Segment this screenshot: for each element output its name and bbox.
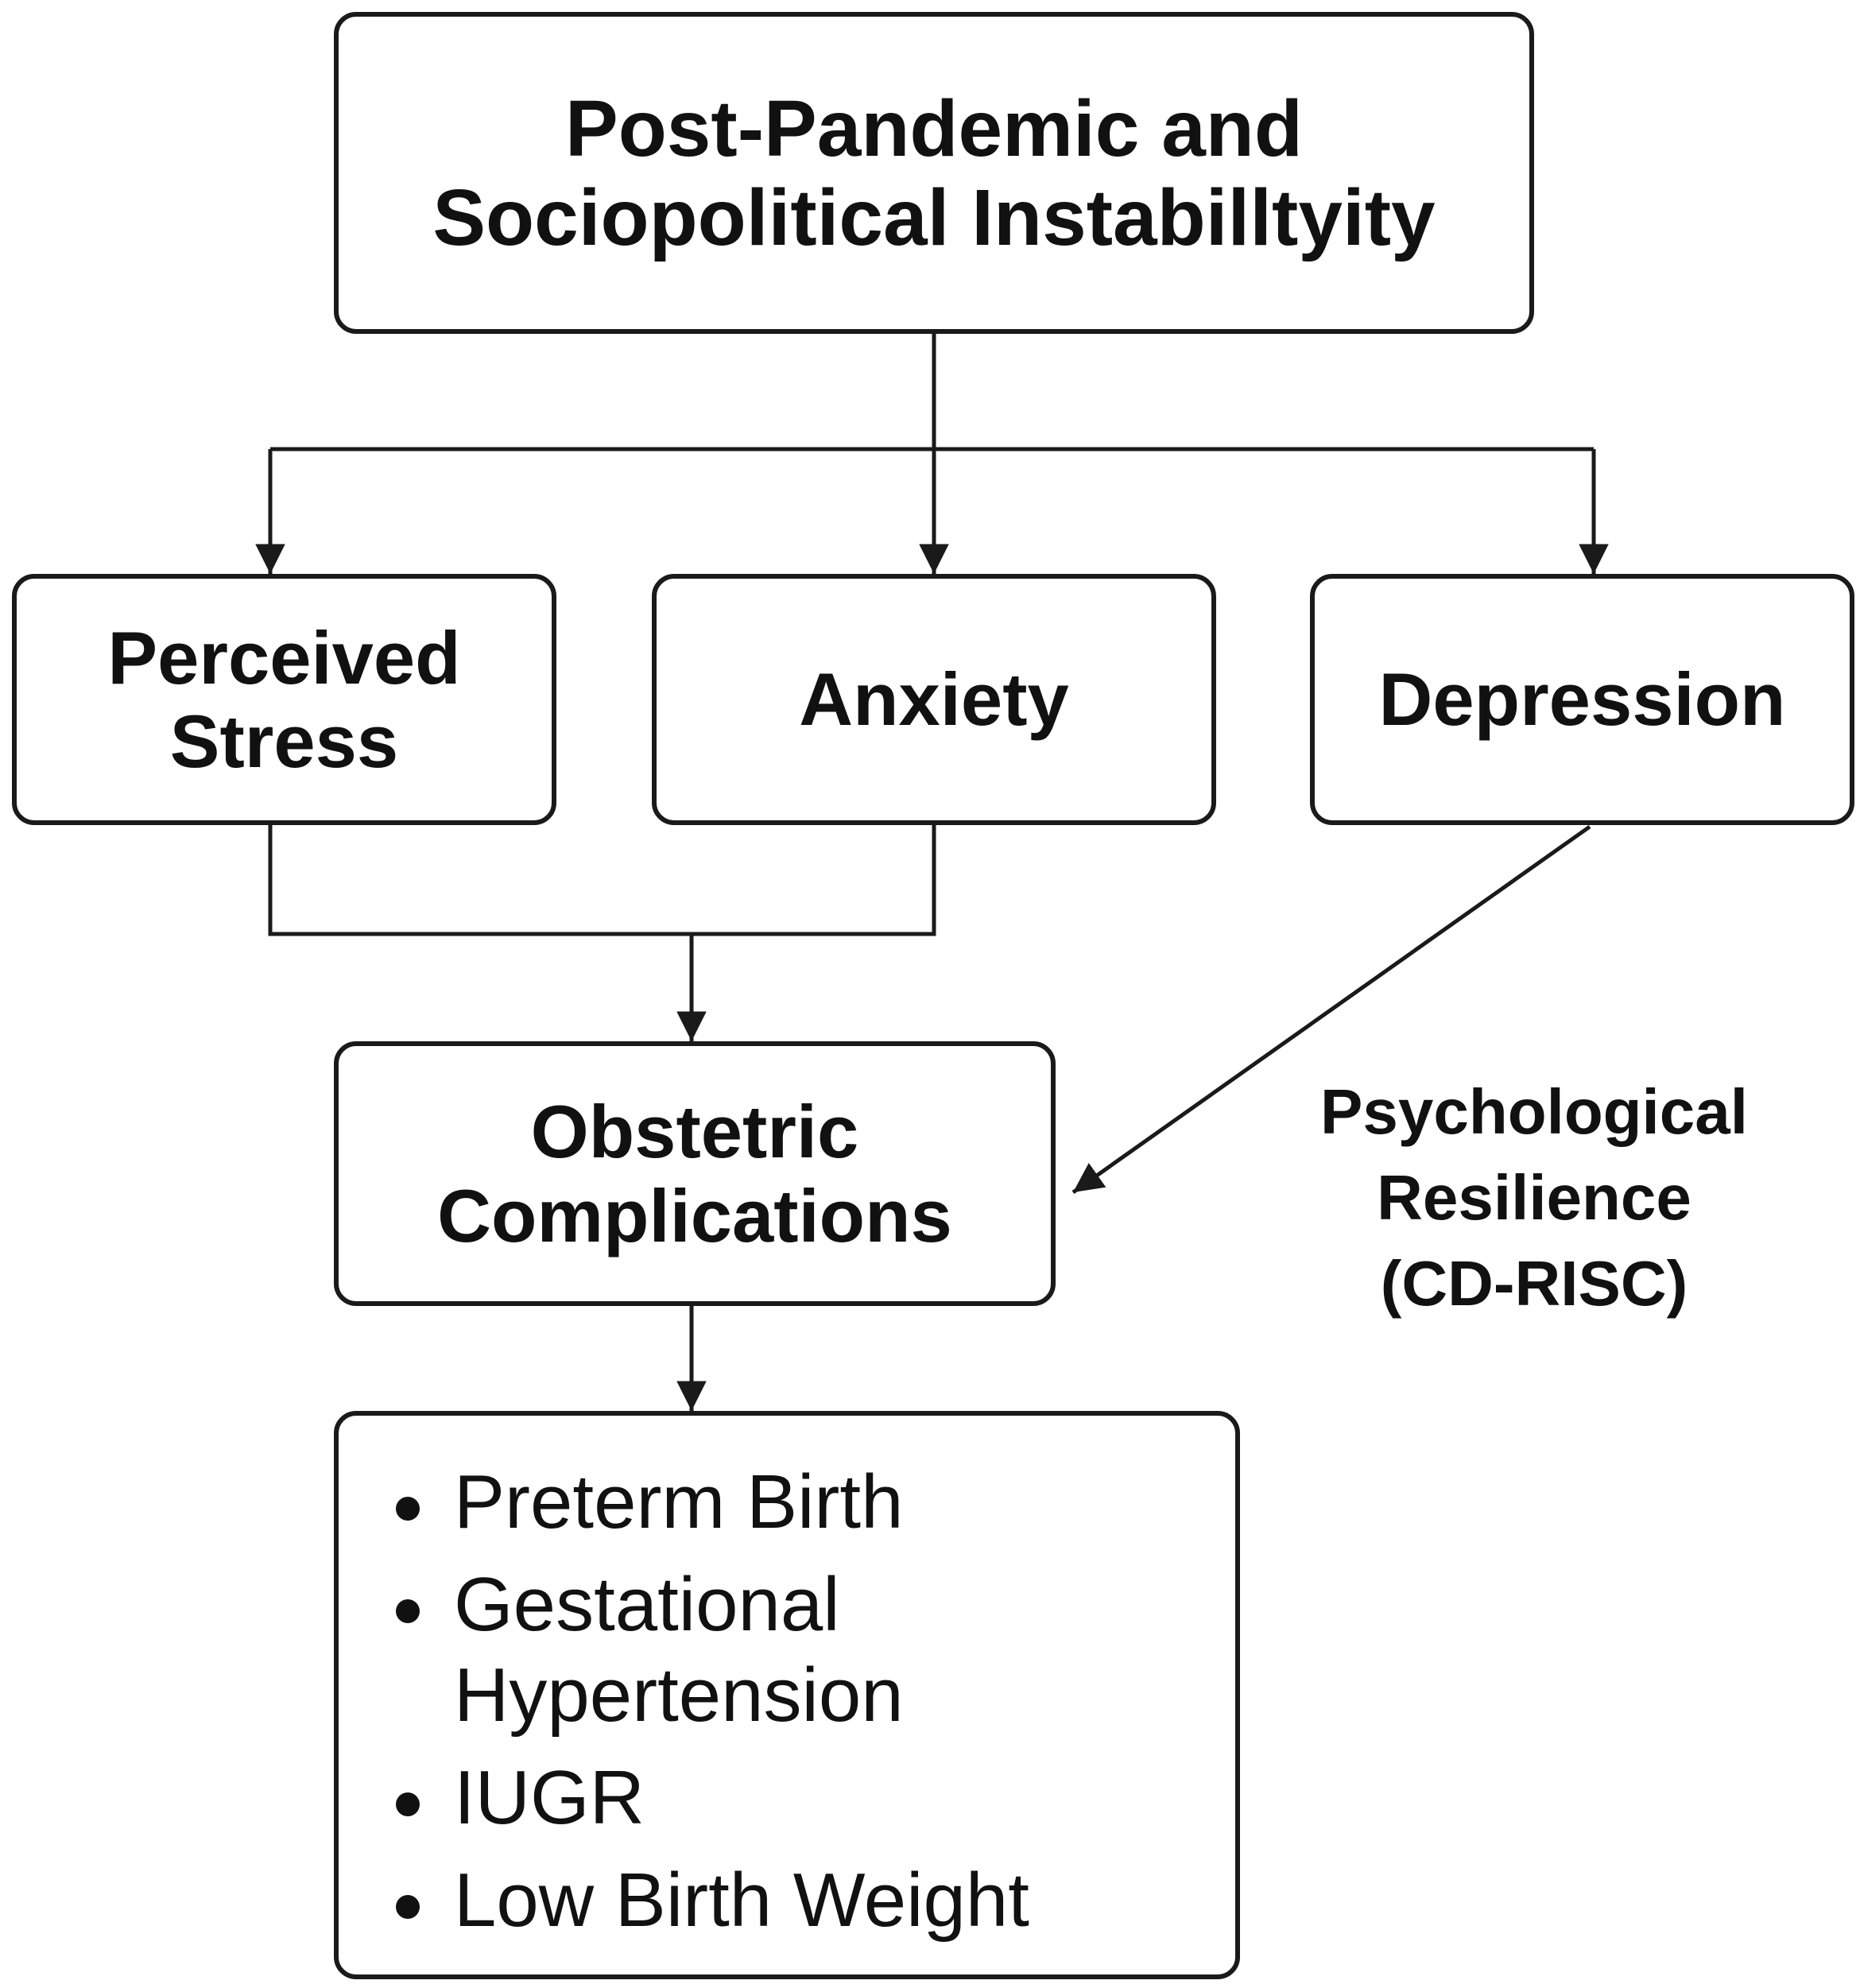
node-obstetric-complications: Obstetric Complications [334, 1041, 1056, 1306]
label-line: Sociopolitical Instabilltyity [432, 172, 1436, 262]
label-line: Depression [1378, 657, 1786, 742]
node-outcomes-list: Preterm Birth Gestational Hypertension I… [334, 1411, 1240, 1979]
label-line: Perceived [107, 615, 461, 699]
arrow-depression-to-obstetric [1071, 824, 1591, 1195]
outcomes-list: Preterm Birth Gestational Hypertension I… [386, 1457, 1235, 1945]
label-line: Psychological [1320, 1076, 1748, 1147]
merge-line-stress-anxiety [268, 825, 936, 936]
label-line: (CD-RISC) [1380, 1248, 1688, 1319]
node-label: Post-Pandemic and Sociopolitical Instabi… [432, 84, 1435, 262]
label-line: Post-Pandemic and [565, 83, 1303, 173]
node-depression: Depression [1310, 574, 1854, 825]
label-line: Anxiety [799, 657, 1069, 742]
node-label: Depression [1379, 657, 1786, 741]
node-perceived-stress: Perceived Stress [12, 574, 556, 825]
list-item: Gestational Hypertension [386, 1560, 947, 1740]
label-line: Obstetric [530, 1090, 859, 1174]
label-line: Complications [437, 1173, 952, 1258]
node-label: Perceived Stress [107, 616, 460, 784]
list-item: Preterm Birth [386, 1457, 1235, 1547]
node-anxiety: Anxiety [652, 574, 1216, 825]
node-label: Obstetric Complications [437, 1090, 952, 1258]
node-label: Anxiety [799, 657, 1069, 741]
label-line: Resilience [1377, 1162, 1691, 1233]
node-post-pandemic-instability: Post-Pandemic and Sociopolitical Instabi… [334, 12, 1534, 334]
label-line: Stress [169, 699, 399, 783]
moderator-label-resilience: Psychological Resilience (CD-RISC) [1240, 1069, 1828, 1327]
list-item: Low Birth Weight [386, 1855, 1235, 1945]
list-item: IUGR [386, 1753, 1235, 1843]
